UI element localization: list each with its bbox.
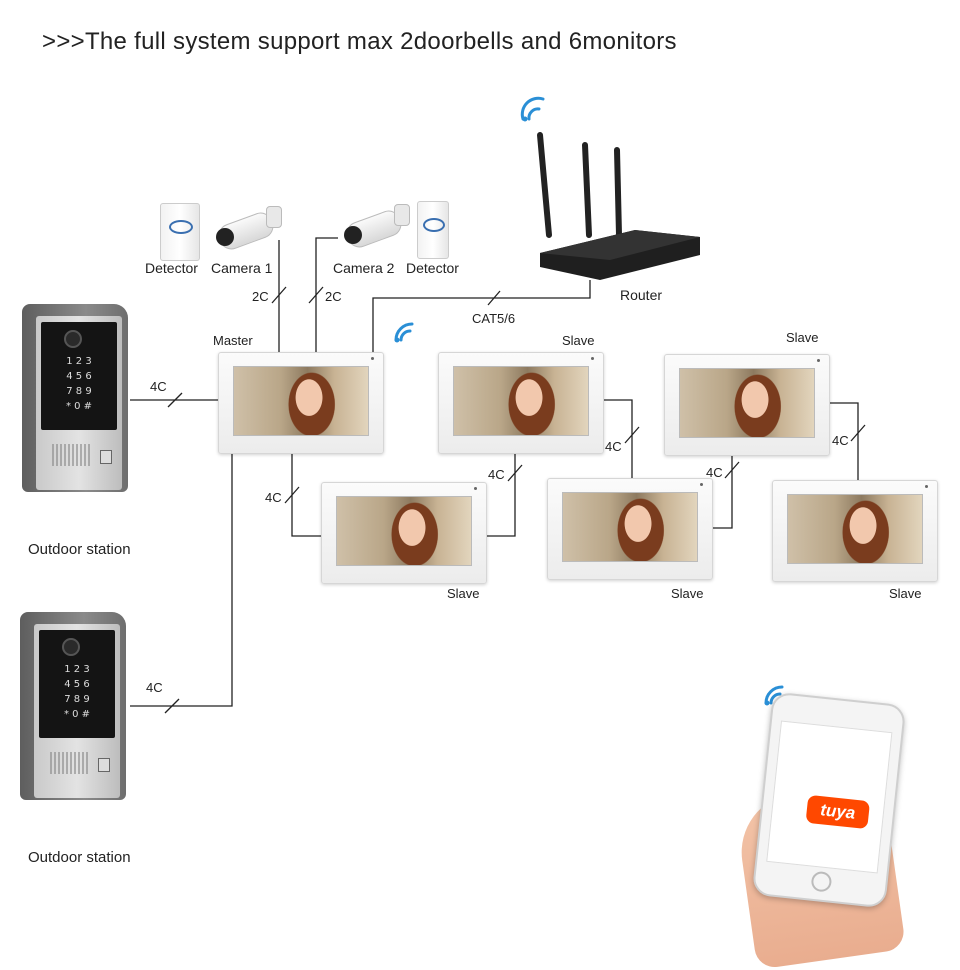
camera-icon	[210, 206, 282, 253]
keypad: 1 2 3 4 5 6 7 8 9 * 0 #	[65, 356, 93, 412]
slave-label: Slave	[889, 586, 922, 601]
wire-outdoor2	[130, 448, 233, 707]
slave-label: Slave	[562, 333, 595, 348]
wire-label-4c: 4C	[706, 465, 723, 480]
home-button-icon	[810, 870, 833, 893]
wire-label-4c: 4C	[146, 680, 163, 695]
slave-monitor	[772, 480, 938, 582]
cat-label: CAT5/6	[472, 311, 516, 326]
detector-icon	[160, 203, 200, 261]
router-label: Router	[620, 287, 663, 303]
slave-label: Slave	[671, 586, 704, 601]
camera1-label: Camera 1	[211, 260, 273, 276]
wire-slave1-slave2	[486, 450, 516, 537]
detector-label-left: Detector	[145, 260, 198, 276]
detector-label-right: Detector	[406, 260, 459, 276]
camera-icon	[338, 204, 410, 251]
wire-router	[372, 280, 591, 352]
wire-camera2	[315, 237, 338, 352]
wire-slave2-slave3	[602, 399, 633, 478]
slave-monitor	[664, 354, 830, 456]
camera2-label: Camera 2	[333, 260, 395, 276]
wire-slave4-slave5	[828, 402, 859, 480]
slave-monitor	[438, 352, 604, 454]
wire-slave3-slave4	[712, 452, 733, 529]
router-icon	[520, 96, 700, 280]
slave-label: Slave	[786, 330, 819, 345]
wifi-icon	[520, 96, 545, 121]
outdoor-station-label: Outdoor station	[28, 849, 131, 866]
wire-label-4c: 4C	[605, 439, 622, 454]
wire-label-4c: 4C	[150, 379, 167, 394]
outdoor-station-label: Outdoor station	[28, 541, 131, 558]
wifi-icon	[764, 685, 784, 706]
wire-label-2c: 2C	[325, 289, 342, 304]
outdoor-station: 1 2 3 4 5 6 7 8 9 * 0 #	[22, 304, 128, 492]
slave-monitor	[321, 482, 487, 584]
tuya-logo: tuya	[805, 794, 871, 830]
wifi-icon	[394, 322, 414, 343]
slave-monitor	[547, 478, 713, 580]
detector-icon	[417, 201, 449, 259]
master-label: Master	[213, 333, 253, 348]
wire-master-slave1	[291, 450, 322, 537]
diagram-title: >>>The full system support max 2doorbell…	[42, 28, 677, 55]
wire-label-4c: 4C	[265, 490, 282, 505]
wire-label-4c: 4C	[488, 467, 505, 482]
smartphone: tuya	[751, 691, 907, 909]
outdoor-station: 1 2 3 4 5 6 7 8 9 * 0 #	[20, 612, 126, 800]
wire-label-4c: 4C	[832, 433, 849, 448]
wire-label-2c: 2C	[252, 289, 269, 304]
master-monitor	[218, 352, 384, 454]
keypad: 1 2 3 4 5 6 7 8 9 * 0 #	[63, 664, 91, 720]
slave-label: Slave	[447, 586, 480, 601]
